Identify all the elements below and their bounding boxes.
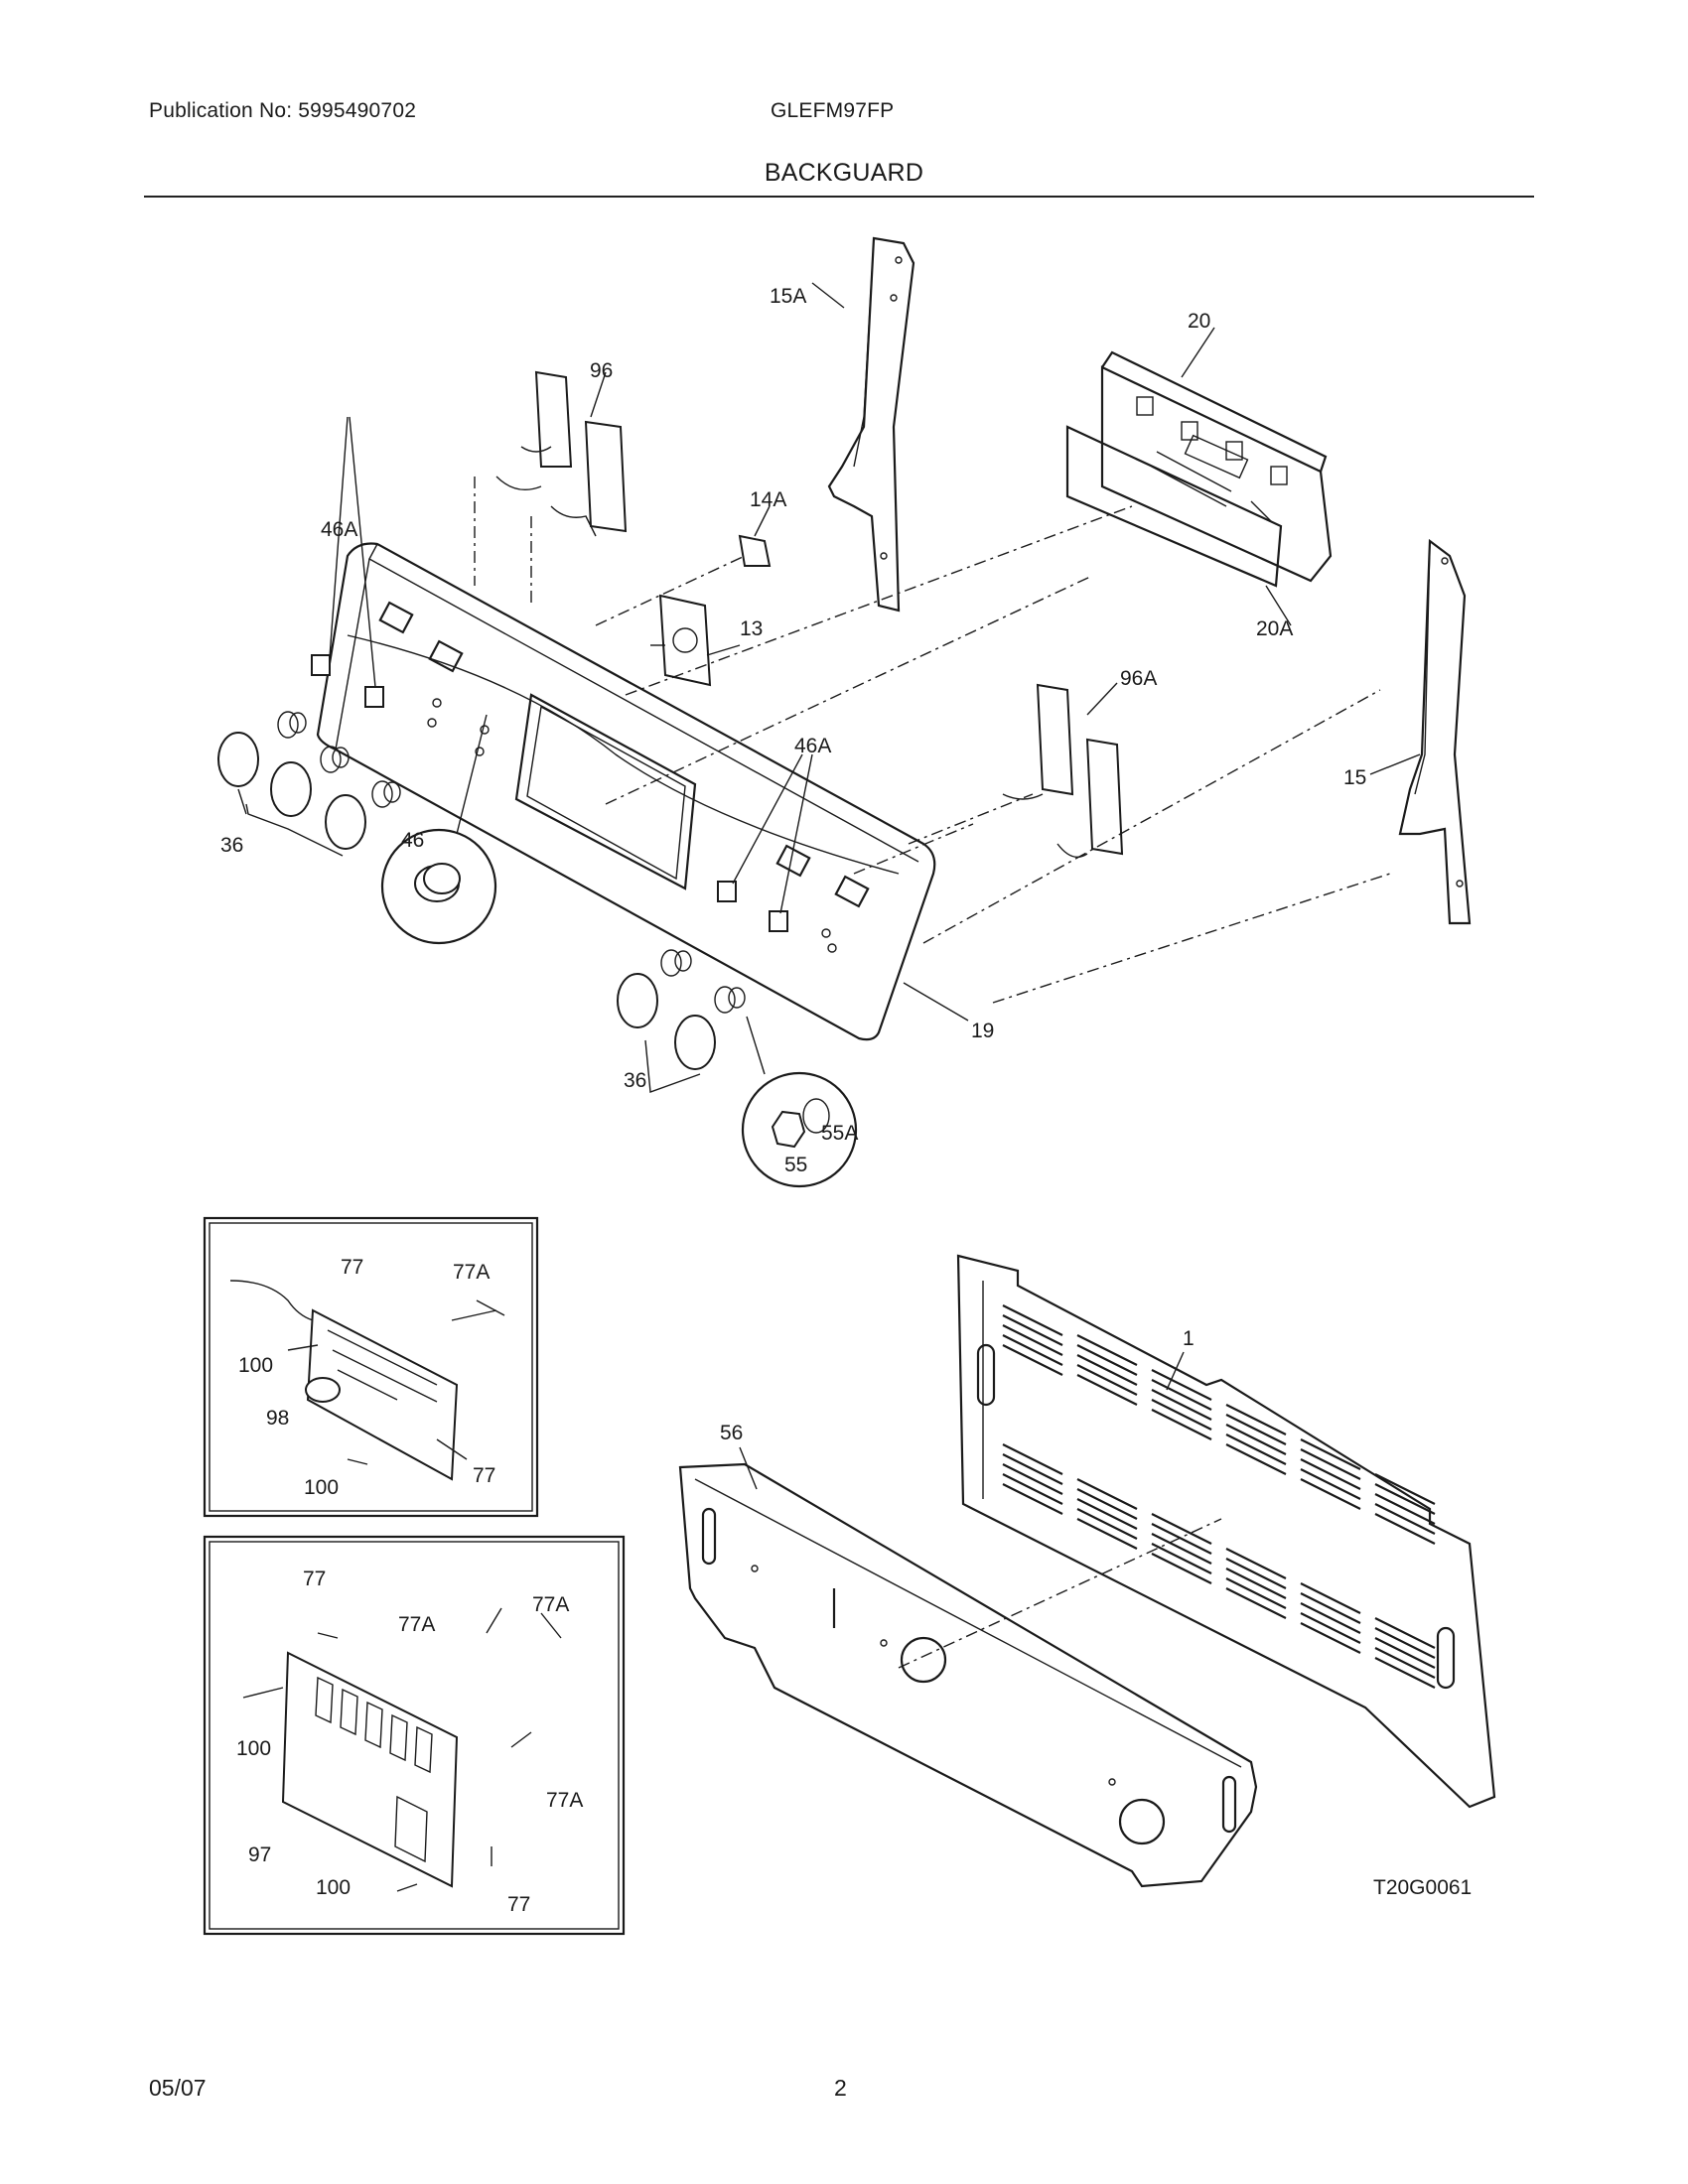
control-knobs-right bbox=[617, 949, 746, 1070]
callout-inset2-77A-low: 77A bbox=[546, 1789, 583, 1812]
nut-washer-detail-circle bbox=[741, 1071, 858, 1188]
callout-96A: 96A bbox=[1120, 667, 1157, 690]
callout-13: 13 bbox=[740, 617, 763, 640]
switch-clip bbox=[769, 910, 788, 932]
vent-rows bbox=[1002, 1304, 1436, 1689]
selector-switch bbox=[650, 594, 712, 687]
callout-inset2-77A-mid: 77A bbox=[398, 1613, 435, 1636]
header-rule bbox=[144, 196, 1534, 198]
callout-inset2-100-top: 100 bbox=[236, 1737, 271, 1760]
backguard-panel bbox=[316, 542, 936, 1041]
infinite-switch-lower bbox=[1002, 683, 1124, 858]
knob-detail-circle bbox=[380, 828, 497, 945]
footer-page-number: 2 bbox=[834, 2075, 847, 2101]
callout-inset2-77: 77 bbox=[303, 1568, 326, 1590]
callout-55A: 55A bbox=[821, 1122, 858, 1145]
control-knobs-left bbox=[217, 711, 401, 850]
callout-46A-right: 46A bbox=[794, 735, 831, 757]
switch-clip bbox=[717, 881, 737, 902]
callout-15A: 15A bbox=[770, 285, 806, 308]
callout-inset1-98: 98 bbox=[266, 1407, 289, 1430]
callout-inset1-77-bottom: 77 bbox=[473, 1464, 495, 1487]
switch-clip bbox=[364, 686, 384, 708]
leader-lines bbox=[237, 282, 1421, 1093]
section-title: BACKGUARD bbox=[764, 159, 924, 187]
callout-15: 15 bbox=[1343, 766, 1366, 789]
publication-number: Publication No: 5995490702 bbox=[149, 99, 417, 122]
rear-panel bbox=[956, 1254, 1496, 1809]
callout-36-right: 36 bbox=[624, 1069, 646, 1092]
callout-inset1-100-bottom: 100 bbox=[304, 1476, 339, 1499]
switch-clip bbox=[311, 654, 331, 676]
callout-inset1-77: 77 bbox=[341, 1256, 363, 1279]
callout-96: 96 bbox=[590, 359, 613, 382]
callout-1: 1 bbox=[1183, 1327, 1195, 1350]
callout-inset2-97: 97 bbox=[248, 1843, 271, 1866]
inset-clock-board bbox=[203, 1216, 539, 1518]
callout-46A-left: 46A bbox=[321, 518, 357, 541]
callout-20A: 20A bbox=[1256, 617, 1293, 640]
end-bracket-right bbox=[1398, 538, 1472, 925]
callout-46: 46 bbox=[401, 829, 424, 852]
electronic-control-board bbox=[1065, 350, 1333, 588]
diagram-code: T20G0061 bbox=[1373, 1876, 1472, 1899]
callout-inset1-77A: 77A bbox=[453, 1261, 490, 1284]
callout-19: 19 bbox=[971, 1020, 994, 1042]
model-number: GLEFM97FP bbox=[771, 99, 895, 122]
infinite-switch-upper bbox=[495, 370, 628, 537]
inset-relay-board bbox=[203, 1535, 626, 1936]
callout-inset2-77-bottom: 77 bbox=[507, 1893, 530, 1916]
callout-20: 20 bbox=[1188, 310, 1210, 333]
callout-inset2-77A-right: 77A bbox=[532, 1593, 569, 1616]
callout-55: 55 bbox=[784, 1154, 807, 1176]
callout-36-left: 36 bbox=[220, 834, 243, 857]
callout-56: 56 bbox=[720, 1422, 743, 1444]
callout-inset2-100-bottom: 100 bbox=[316, 1876, 351, 1899]
lower-trim-panel bbox=[678, 1462, 1258, 1888]
footer-date: 05/07 bbox=[149, 2075, 207, 2101]
oven-light-switch bbox=[738, 534, 772, 567]
callout-14A: 14A bbox=[750, 488, 786, 511]
end-bracket-left bbox=[827, 236, 915, 613]
callout-inset1-100-top: 100 bbox=[238, 1354, 273, 1377]
